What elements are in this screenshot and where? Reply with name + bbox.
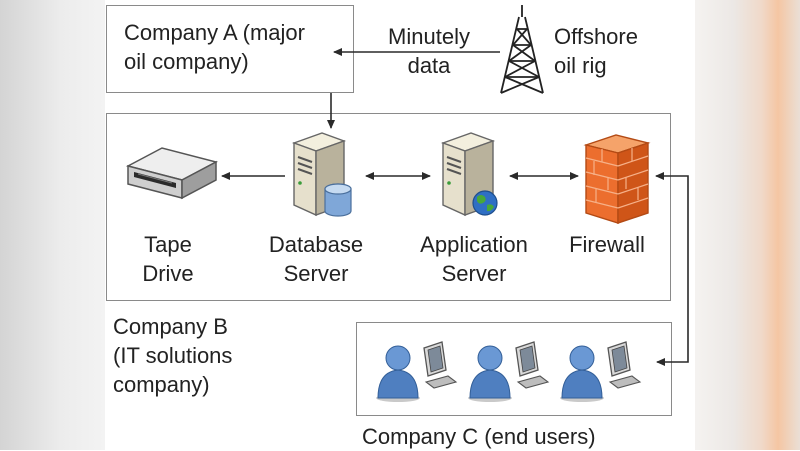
- oil-rig-label: Offshore oil rig: [554, 24, 638, 78]
- company-c-label: Company C (end users): [362, 424, 596, 449]
- firewall-icon: [583, 134, 651, 224]
- company-a-label: Company A (major oil company): [124, 20, 305, 74]
- company-b-box: [106, 113, 671, 301]
- tower-icon: [500, 5, 544, 94]
- firewall-label: Firewall: [569, 232, 645, 257]
- arrow-firewall-end-users: [655, 172, 689, 366]
- database-server-label: Database Server: [268, 232, 364, 286]
- tape-drive-icon: [125, 147, 218, 200]
- database-server-icon: [291, 132, 352, 217]
- company-a-box: Company A (major oil company): [106, 5, 354, 93]
- tape-drive-label: Tape Drive: [142, 232, 194, 286]
- background-left-blur: [0, 0, 110, 450]
- background-right-blur: [690, 0, 800, 450]
- user-computer-icon: [376, 341, 458, 402]
- user-computer-icon: [468, 341, 550, 402]
- application-server-icon: [440, 132, 498, 217]
- company-b-label: Company B (IT solutions company): [113, 314, 233, 397]
- application-server-label: Application Server: [420, 232, 528, 286]
- data-flow-label: Minutely data: [388, 24, 470, 78]
- user-computer-icon: [560, 341, 642, 402]
